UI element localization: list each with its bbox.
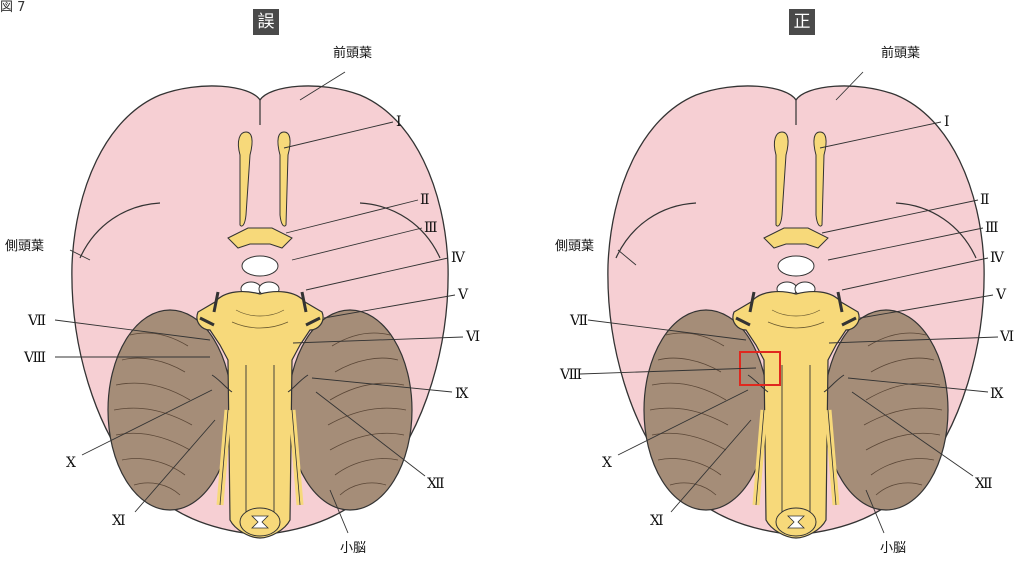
brain-diagram-correct [518, 0, 1036, 568]
label-nerve-V: Ⅴ [996, 287, 1006, 303]
label-nerve-X: Ⅹ [602, 455, 612, 471]
label-frontal-lobe: 前頭葉 [881, 46, 920, 62]
label-nerve-II: Ⅱ [420, 192, 430, 208]
label-nerve-IX: Ⅸ [990, 386, 1004, 402]
label-nerve-V: Ⅴ [458, 287, 468, 303]
label-nerve-XI: Ⅺ [650, 513, 664, 529]
label-nerve-II: Ⅱ [980, 192, 990, 208]
label-nerve-I: Ⅰ [396, 114, 402, 130]
label-nerve-I: Ⅰ [944, 114, 950, 130]
label-temporal-lobe: 側頭葉 [5, 239, 44, 255]
cerebellum-left-hemisphere [644, 310, 768, 510]
label-nerve-VIII: Ⅷ [24, 350, 46, 366]
cerebellum-right-hemisphere [288, 310, 412, 510]
label-nerve-XI: Ⅺ [112, 513, 126, 529]
label-nerve-VIII: Ⅷ [560, 367, 582, 383]
label-nerve-III: Ⅲ [424, 220, 438, 236]
panel-wrong: 誤 [0, 0, 518, 568]
label-cerebellum: 小脳 [340, 541, 366, 557]
label-nerve-III: Ⅲ [985, 220, 999, 236]
label-nerve-XII: Ⅻ [975, 476, 993, 492]
label-frontal-lobe: 前頭葉 [333, 46, 372, 62]
label-nerve-IV: Ⅳ [451, 250, 465, 266]
cerebellum-right-hemisphere [824, 310, 948, 510]
label-cerebellum: 小脳 [880, 541, 906, 557]
label-nerve-VII: Ⅶ [570, 313, 588, 329]
cerebellum-left-hemisphere [108, 310, 232, 510]
label-nerve-VI: Ⅵ [1000, 329, 1014, 345]
label-nerve-XII: Ⅻ [427, 476, 445, 492]
label-nerve-VI: Ⅵ [466, 329, 480, 345]
panel-correct: 正 [518, 0, 1036, 568]
label-nerve-IV: Ⅳ [990, 250, 1004, 266]
label-nerve-VII: Ⅶ [28, 313, 46, 329]
label-nerve-IX: Ⅸ [455, 386, 469, 402]
label-temporal-lobe: 側頭葉 [555, 239, 594, 255]
label-nerve-X: Ⅹ [66, 455, 76, 471]
